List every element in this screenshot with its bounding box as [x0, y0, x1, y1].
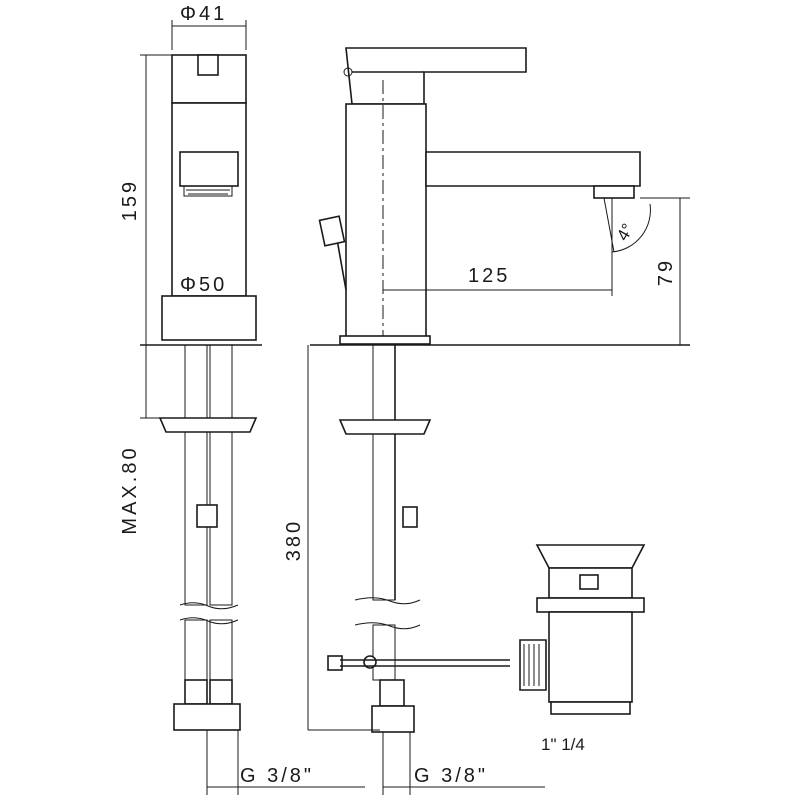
side-hose-lower — [372, 624, 396, 681]
side-connector — [379, 679, 405, 707]
front-hose-left-lower — [184, 619, 208, 681]
front-aerator-lines — [186, 189, 230, 195]
front-lever-stem — [197, 54, 219, 76]
side-popup-knob — [318, 215, 346, 247]
linkage-screw — [363, 655, 377, 669]
side-break-line-bottom — [354, 622, 421, 630]
waste-flange — [535, 544, 646, 569]
waste-nut — [536, 597, 645, 613]
front-view: Φ41 Φ50 159 MAX.80 G 3/8" — [119, 3, 365, 795]
waste-tail — [550, 701, 631, 715]
front-hose-left — [184, 344, 208, 606]
side-view: 1" 1/4 125 79 4° 380 G 3/8" — [283, 47, 690, 795]
connection-right-label: G 3/8" — [414, 765, 488, 787]
front-hose-right — [209, 344, 233, 606]
front-connector-right — [209, 679, 233, 705]
dim-base-diameter-label: Φ50 — [180, 274, 227, 296]
side-lever-pivot — [343, 67, 353, 77]
side-break-line-top — [354, 597, 421, 605]
linkage-clip — [327, 655, 343, 671]
front-aerator — [183, 185, 233, 197]
dim-angle-ray — [603, 197, 615, 253]
front-hose-right-lower — [209, 619, 233, 681]
dim-spout-reach-label: 125 — [468, 265, 510, 287]
dim-hose-length-label: 380 — [283, 519, 305, 561]
side-base — [339, 335, 431, 345]
dim-angle-arc — [611, 203, 651, 253]
side-tap-body — [345, 103, 427, 341]
connection-left-label: G 3/8" — [240, 765, 314, 787]
dim-spout-height-label: 79 — [655, 258, 677, 286]
side-stud-nut — [402, 506, 418, 528]
front-connector-nut — [173, 703, 241, 731]
waste-overflow-slot — [579, 574, 599, 590]
dim-spout-width-label: Φ41 — [180, 3, 227, 25]
side-spout — [425, 151, 641, 187]
front-stud-nut — [196, 504, 218, 528]
front-fixing-washer — [158, 417, 258, 433]
dim-max-deck-label: MAX.80 — [119, 445, 141, 534]
side-aerator — [593, 185, 635, 199]
front-break-line-bottom — [179, 617, 239, 625]
side-fixing-washer — [338, 419, 432, 435]
waste-head — [548, 567, 633, 599]
side-lever — [345, 47, 527, 105]
front-connector-left — [184, 679, 208, 705]
side-connector-nut — [371, 705, 415, 733]
waste-body — [548, 611, 633, 703]
waste-thread-label: 1" 1/4 — [541, 735, 585, 754]
dim-spout-angle-label: 4° — [613, 220, 638, 244]
front-base — [161, 295, 257, 341]
front-tap-body — [171, 102, 247, 297]
dim-height-label: 159 — [119, 179, 141, 221]
waste-pivot-knurl — [523, 644, 540, 686]
front-break-line-top — [179, 602, 239, 610]
side-hose-upper — [372, 344, 396, 601]
